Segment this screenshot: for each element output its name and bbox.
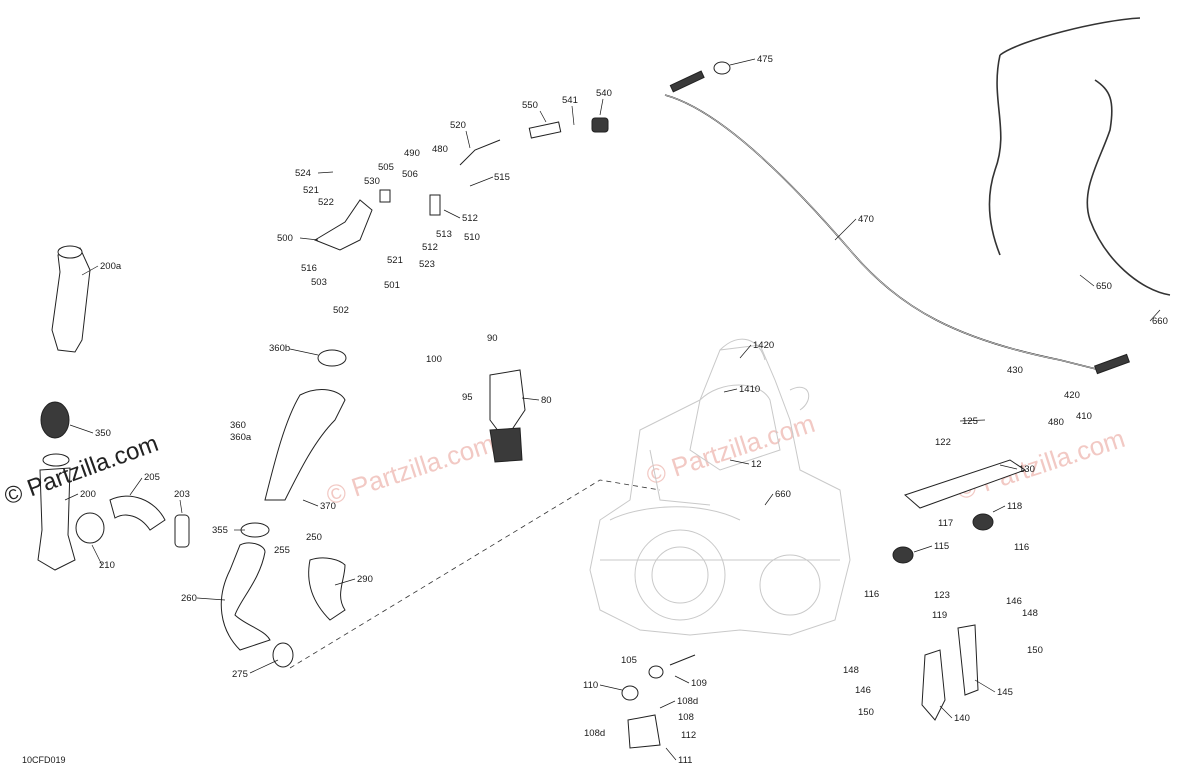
callout-label: 360a xyxy=(230,432,252,443)
callout-label: 108d xyxy=(584,728,605,739)
diagram-code: 10CFD019 xyxy=(22,755,66,765)
callout-label: 250 xyxy=(306,532,322,543)
callout-label: 200a xyxy=(100,261,122,272)
callout-label: 541 xyxy=(562,95,578,106)
callout-label: 260 xyxy=(181,593,197,604)
leader-lines xyxy=(64,58,1161,761)
misc-parts xyxy=(313,117,1027,749)
callout-label: 521 xyxy=(387,255,403,266)
callout-label: 125 xyxy=(962,416,978,427)
callout-label: 118 xyxy=(1007,501,1022,512)
callout-label: 516 xyxy=(301,263,317,274)
callout-label: 108d xyxy=(677,696,698,707)
watermark-text: © Partzilla.com xyxy=(323,428,499,511)
callout-label: 112 xyxy=(681,730,696,741)
callout-label: 1420 xyxy=(753,340,774,351)
callout-labels: 475 550 541 540 520 490 480 524 505 506 … xyxy=(80,54,1168,766)
callout-label: 510 xyxy=(464,232,480,243)
callout-label: 512 xyxy=(462,213,478,224)
callout-label: 140 xyxy=(954,713,970,724)
callout-label: 123 xyxy=(934,590,950,601)
callout-label: 203 xyxy=(174,489,190,500)
watermark-text: © Partzilla.com xyxy=(643,408,819,491)
callout-label: 480 xyxy=(1048,417,1064,428)
callout-label: 146 xyxy=(855,685,871,696)
callout-label: 524 xyxy=(295,168,311,179)
callout-label: 420 xyxy=(1064,390,1080,401)
callout-label: 105 xyxy=(621,655,637,666)
callout-label: 255 xyxy=(274,545,290,556)
engine-block-illustration xyxy=(589,338,851,636)
callout-label: 503 xyxy=(311,277,327,288)
callout-label: 116 xyxy=(1014,542,1029,553)
callout-label: 122 xyxy=(935,437,951,448)
watermarks: © Partzilla.com © Partzilla.com © Partzi… xyxy=(323,408,1129,511)
callout-label: 430 xyxy=(1007,365,1023,376)
watermark-text: © Partzilla.com xyxy=(953,423,1129,506)
callout-label: 513 xyxy=(436,229,452,240)
callout-label: 95 xyxy=(462,392,473,403)
callout-label: 109 xyxy=(691,678,707,689)
callout-label: 530 xyxy=(364,176,380,187)
callout-label: 1410 xyxy=(739,384,760,395)
dashed-guide-line xyxy=(289,479,661,669)
callout-label: 410 xyxy=(1076,411,1092,422)
callout-label: 522 xyxy=(318,197,334,208)
callout-label: 512 xyxy=(422,242,438,253)
callout-label: 108 xyxy=(678,712,694,723)
callout-label: 520 xyxy=(450,120,466,131)
callout-label: 150 xyxy=(858,707,874,718)
callout-label: 660 xyxy=(1152,316,1168,327)
callout-label: 500 xyxy=(277,233,293,244)
callout-label: 360 xyxy=(230,420,246,431)
intake-ducts xyxy=(37,245,347,668)
callout-label: 130 xyxy=(1019,464,1035,475)
callout-label: 523 xyxy=(419,259,435,270)
callout-label: 490 xyxy=(404,148,420,159)
callout-label: 110 xyxy=(583,680,598,691)
callout-label: 145 xyxy=(997,687,1013,698)
callout-label: 150 xyxy=(1027,645,1043,656)
callout-label: 505 xyxy=(378,162,394,173)
callout-label: 355 xyxy=(212,525,228,536)
callout-label: 660 xyxy=(775,489,791,500)
callout-label: 480 xyxy=(432,144,448,155)
callout-label: 148 xyxy=(1022,608,1038,619)
callout-label: 205 xyxy=(144,472,160,483)
callout-label: 115 xyxy=(934,541,949,552)
callout-label: 100 xyxy=(426,354,442,365)
cables xyxy=(664,17,1171,375)
callout-label: 90 xyxy=(487,333,498,344)
callout-label: 116 xyxy=(864,589,879,600)
callout-label: 470 xyxy=(858,214,874,225)
callout-label: 275 xyxy=(232,669,248,680)
callout-label: 550 xyxy=(522,100,538,111)
callout-label: 290 xyxy=(357,574,373,585)
callout-label: 146 xyxy=(1006,596,1022,607)
callout-label: 210 xyxy=(99,560,115,571)
callout-label: 515 xyxy=(494,172,510,183)
callout-label: 540 xyxy=(596,88,612,99)
callout-label: 360b xyxy=(269,343,290,354)
callout-label: 200 xyxy=(80,489,96,500)
callout-label: 506 xyxy=(402,169,418,180)
callout-label: 12 xyxy=(751,459,762,470)
callout-label: 502 xyxy=(333,305,349,316)
callout-label: 501 xyxy=(384,280,400,291)
callout-label: 521 xyxy=(303,185,319,196)
callout-label: 117 xyxy=(938,518,953,529)
callout-label: 475 xyxy=(757,54,773,65)
callout-label: 80 xyxy=(541,395,552,406)
callout-label: 119 xyxy=(932,610,947,621)
callout-label: 370 xyxy=(320,501,336,512)
callout-label: 111 xyxy=(678,755,692,766)
callout-label: 650 xyxy=(1096,281,1112,292)
callout-label: 148 xyxy=(843,665,859,676)
callout-label: 350 xyxy=(95,428,111,439)
